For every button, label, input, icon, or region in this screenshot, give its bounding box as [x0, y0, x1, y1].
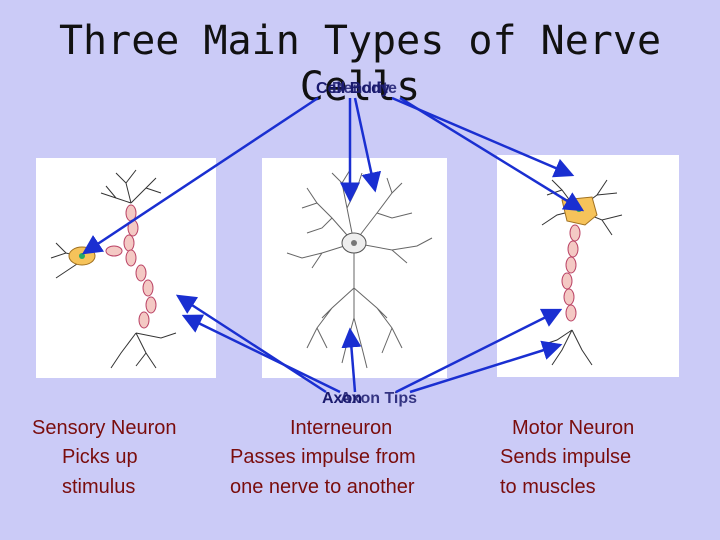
sensory-neuron-desc-line2: stimulus — [62, 476, 136, 498]
sensory-neuron-name: Sensory Neuron — [32, 417, 177, 439]
arrow-to-motor-axon — [395, 308, 563, 394]
arrow-to-interneuron-cell-body — [353, 97, 382, 193]
arrow-to-interneuron-axon — [341, 327, 362, 393]
motor-neuron-name: Motor Neuron — [512, 417, 635, 439]
sensory-neuron-drawing — [50, 169, 177, 369]
motor-neuron-desc-line2: to muscles — [500, 476, 596, 498]
arrow-to-motor-dendrite — [391, 96, 575, 178]
cell-body-label: Cell Body — [316, 80, 390, 97]
arrow-to-motor-cell-body — [399, 96, 585, 212]
interneuron-name: Interneuron — [290, 417, 393, 439]
axon-tips-label: Axon Tips — [340, 390, 418, 407]
page-title: Three Main Types of Nerve Cells — [58, 18, 662, 110]
motor-neuron-desc-line1: Sends impulse — [500, 446, 632, 468]
sensory-neuron-desc-line1: Picks up — [62, 446, 138, 468]
arrow-to-motor-axon-tips — [409, 340, 563, 394]
arrow-to-sensory-axon — [175, 294, 327, 394]
motor-neuron-panel — [497, 155, 679, 377]
dendrite-label: Dendrite — [332, 80, 397, 97]
arrow-to-sensory-axon-tips — [181, 314, 341, 394]
axon-label: Axon — [322, 390, 362, 407]
interneuron-desc-line2: one nerve to another — [230, 476, 415, 498]
sensory-neuron-panel — [36, 158, 216, 378]
interneuron-desc-line1: Passes impulse from — [230, 446, 416, 468]
arrow-to-sensory-cell-body — [81, 96, 319, 255]
